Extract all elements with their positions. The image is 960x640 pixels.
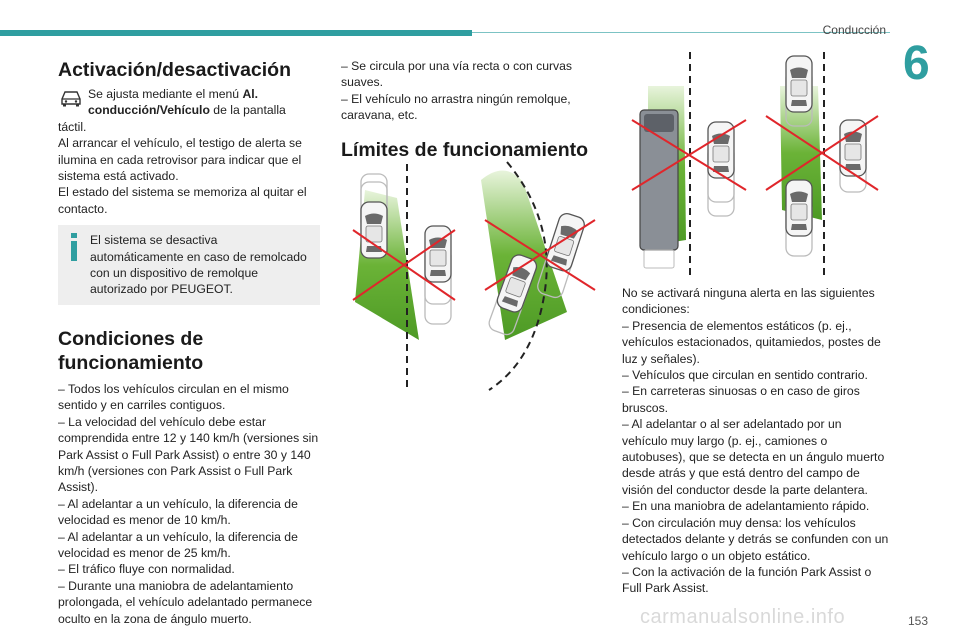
heading-limits: Límites de funcionamiento bbox=[341, 138, 589, 161]
column-3: No se activará ninguna alerta en las sig… bbox=[622, 285, 890, 597]
page-number: 153 bbox=[908, 614, 929, 628]
list-item: – El tráfico fluye con normalidad. bbox=[58, 562, 235, 577]
conditions-list: – Todos los vehículos circulan en el mis… bbox=[58, 381, 320, 627]
cross-mark bbox=[631, 119, 747, 191]
menu-text-2: de la pantalla bbox=[209, 103, 286, 118]
menu-path: Al. conducción/Vehículo bbox=[88, 87, 259, 118]
cross-mark bbox=[352, 229, 456, 301]
para-activation: Al arrancar el vehículo, el testigo de a… bbox=[58, 136, 302, 184]
watermark: carmanualsonline.info bbox=[640, 606, 846, 628]
blind-spot-illustration-2 bbox=[631, 52, 879, 276]
list-item: – En carreteras sinuosas o en caso de gi… bbox=[622, 384, 860, 415]
list-item: – Todos los vehículos circulan en el mis… bbox=[58, 381, 289, 413]
list-item: – Durante una maniobra de adelantamiento… bbox=[58, 578, 313, 626]
para-memory: El estado del sistema se memoriza al qui… bbox=[58, 185, 307, 216]
section-title: Conducción bbox=[822, 23, 886, 37]
list-item: – Al adelantar a un vehículo, la diferen… bbox=[58, 496, 298, 528]
other-vehicle bbox=[785, 55, 813, 113]
list-item: – Se circula por una vía recta o con cur… bbox=[341, 59, 573, 90]
blind-spot-illustration-1 bbox=[352, 161, 596, 391]
info-icon bbox=[71, 233, 77, 262]
lane-marking bbox=[488, 161, 548, 391]
menu-text: Se ajusta mediante el menú bbox=[88, 87, 243, 101]
limits-intro: No se activará ninguna alerta en las sig… bbox=[622, 286, 875, 317]
column-2: – Se circula por una vía recta o con cur… bbox=[341, 58, 589, 162]
list-item: – Vehículos que circulan en sentido cont… bbox=[622, 368, 868, 383]
heading-conditions: Condiciones de funcionamiento bbox=[58, 327, 204, 374]
other-vehicle bbox=[543, 210, 587, 274]
cross-mark bbox=[765, 115, 879, 191]
list-item: – El vehículo no arrastra ningún remolqu… bbox=[341, 91, 571, 123]
list-item: – Al adelantar a un vehículo, la diferen… bbox=[58, 529, 298, 560]
menu-text-3: táctil. bbox=[58, 119, 87, 134]
list-item: – Presencia de elementos estáticos (p. e… bbox=[622, 318, 881, 366]
car-menu-icon bbox=[61, 91, 81, 107]
other-vehicle bbox=[785, 179, 813, 237]
info-text: El sistema se desactiva automáticamente … bbox=[90, 233, 307, 297]
list-item: – Al adelantar o al ser adelantado por u… bbox=[622, 417, 885, 497]
header-divider bbox=[472, 32, 890, 33]
heading-activation: Activación/desactivación bbox=[58, 59, 292, 81]
menu-paragraph: Se ajusta mediante el menú Al. conducció… bbox=[58, 86, 320, 135]
header-accent-bar bbox=[0, 30, 472, 36]
list-item: – Con circulación muy densa: los vehícul… bbox=[622, 515, 889, 563]
cross-mark bbox=[484, 219, 596, 291]
list-item: – Con la activación de la función Park A… bbox=[622, 564, 872, 596]
chapter-number: 6 bbox=[903, 37, 930, 90]
list-item: – La velocidad del vehículo debe estar c… bbox=[58, 414, 319, 495]
column-1: Activación/desactivación Se ajusta media… bbox=[58, 58, 320, 627]
info-box: El sistema se desactiva automáticamente … bbox=[58, 225, 320, 305]
list-item: – En una maniobra de adelantamiento rápi… bbox=[622, 499, 870, 514]
